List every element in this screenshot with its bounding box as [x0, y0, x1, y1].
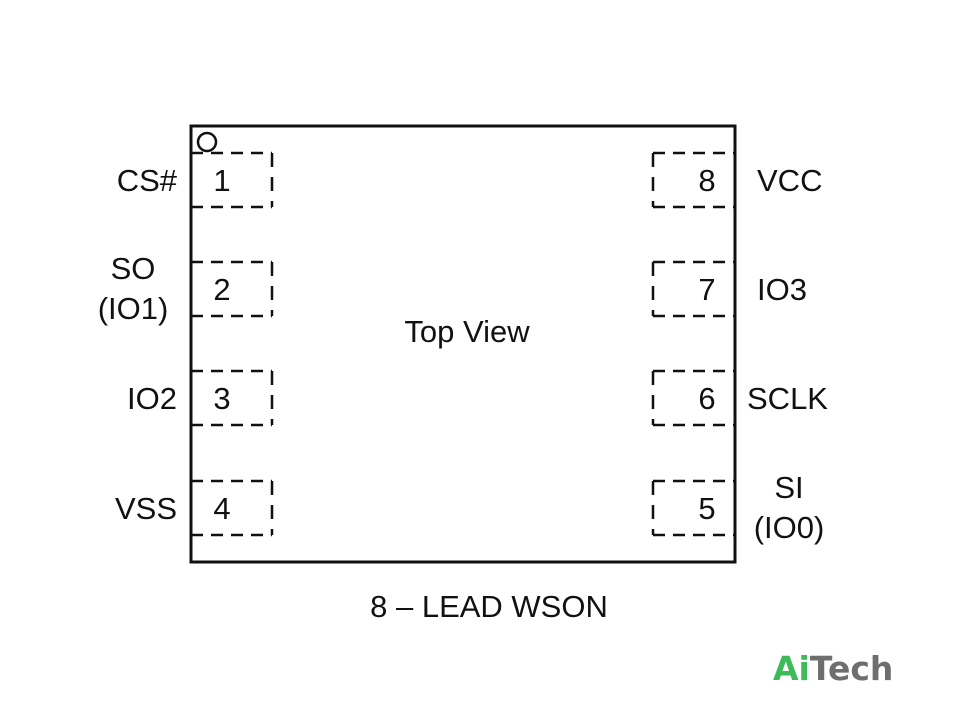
package-outline	[189, 124, 737, 564]
pin-2-number: 2	[213, 272, 230, 307]
pins-group: 1 CS# 2 SO (IO1) 3 IO2 4 VSS 8 VCC 7 IO3 6 SCLK 5 SI (IO0…	[98, 151, 828, 545]
pin-4-number: 4	[213, 491, 230, 526]
pin-2-label-line-2: (IO1)	[98, 291, 169, 326]
pin-6-label: SCLK	[747, 381, 828, 416]
pin-5-label-line-2: (IO0)	[754, 510, 825, 545]
pin-8-label: VCC	[757, 163, 822, 198]
logo-part-ai: Ai	[773, 649, 810, 688]
pin-5-number: 5	[698, 491, 715, 526]
pin-7-label: IO3	[757, 272, 807, 307]
pin-2-label-line-1: SO	[111, 251, 156, 286]
pin-1-label: CS#	[117, 163, 178, 198]
logo-part-tech: Tech	[810, 649, 894, 688]
pin1-indicator-dot	[196, 131, 218, 153]
pin-1-number: 1	[213, 163, 230, 198]
pin-6-number: 6	[698, 381, 715, 416]
aitech-logo: AiTech	[773, 649, 893, 688]
center-label: Top View	[404, 314, 530, 349]
pin-7-number: 7	[698, 272, 715, 307]
pin-3-number: 3	[213, 381, 230, 416]
pin-5-label-line-1: SI	[774, 470, 803, 505]
pin-3-label: IO2	[127, 381, 177, 416]
pin-4-label: VSS	[115, 491, 177, 526]
package-caption: 8 – LEAD WSON	[370, 589, 608, 624]
pin-8-number: 8	[698, 163, 715, 198]
